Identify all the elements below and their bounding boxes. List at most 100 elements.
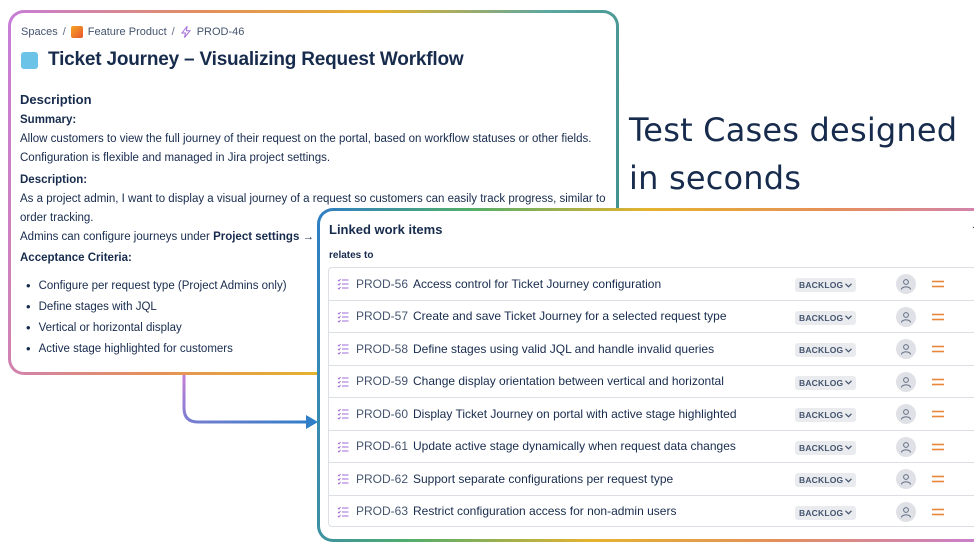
description-label: Description: <box>20 174 88 186</box>
table-row[interactable]: PROD-62 Support separate configurations … <box>328 462 974 495</box>
work-item-summary[interactable]: Access control for Ticket Journey config… <box>413 276 662 291</box>
breadcrumb-separator: / <box>62 26 66 38</box>
assignee-avatar[interactable] <box>896 501 916 522</box>
subtask-list-icon <box>337 278 349 290</box>
work-item-key[interactable]: PROD-58 <box>356 341 409 356</box>
chevron-down-icon <box>845 445 853 450</box>
work-item-key[interactable]: PROD-60 <box>356 406 409 421</box>
work-item-summary[interactable]: Define stages using valid JQL and handle… <box>413 341 715 356</box>
table-row[interactable]: PROD-59 Change display orientation betwe… <box>328 364 974 397</box>
chevron-down-icon <box>845 510 853 515</box>
table-row[interactable]: PROD-57 Create and save Ticket Journey f… <box>328 299 974 332</box>
breadcrumb-spaces[interactable]: Spaces <box>21 26 58 38</box>
status-label: BACKLOG <box>799 410 844 420</box>
status-label: BACKLOG <box>799 312 844 323</box>
user-icon <box>901 344 911 355</box>
table-row[interactable]: PROD-56 Access control for Ticket Journe… <box>328 267 974 300</box>
table-row[interactable]: PROD-58 Define stages using valid JQL an… <box>328 332 974 365</box>
user-icon <box>901 441 911 453</box>
status-dropdown[interactable]: BACKLOG <box>795 343 857 357</box>
status-label: BACKLOG <box>799 345 844 355</box>
linked-items-title: Linked work items <box>329 222 443 237</box>
user-icon <box>901 474 911 485</box>
work-type-icon <box>21 51 38 69</box>
headline: Test Cases designed in seconds <box>629 106 957 202</box>
user-icon <box>901 376 911 388</box>
page-title[interactable]: Ticket Journey – Visualizing Request Wor… <box>48 49 464 70</box>
priority-medium-icon <box>932 345 944 353</box>
description-text: As a project admin, I want to display a … <box>20 193 606 224</box>
work-item-key[interactable]: PROD-61 <box>356 439 409 454</box>
chevron-down-icon <box>845 347 853 353</box>
breadcrumb-issue-key[interactable]: PROD-46 <box>196 26 245 38</box>
summary-label: Summary: <box>20 114 77 126</box>
admins-bold-text: Project settings → Apps <box>213 231 346 243</box>
status-label: BACKLOG <box>799 377 844 388</box>
subtask-list-icon <box>337 343 349 355</box>
work-item-key[interactable]: PROD-56 <box>356 276 409 291</box>
assignee-avatar[interactable] <box>896 339 916 359</box>
summary-section[interactable]: Summary: Allow customers to view the ful… <box>20 111 616 168</box>
assignee-avatar[interactable] <box>896 436 916 457</box>
assignee-avatar[interactable] <box>896 404 916 424</box>
priority-medium-icon <box>932 378 944 385</box>
work-item-key[interactable]: PROD-57 <box>356 309 409 324</box>
table-row[interactable]: PROD-63 Restrict configuration access fo… <box>328 494 974 527</box>
list-item: Define stages with JQL <box>26 296 287 317</box>
work-item-summary[interactable]: Support separate configurations per requ… <box>413 471 674 486</box>
breadcrumb-separator: / <box>171 26 175 38</box>
admins-text: Admins can configure journeys under <box>20 231 214 243</box>
description-heading: Description <box>20 92 92 107</box>
chevron-down-icon <box>845 282 853 288</box>
status-dropdown[interactable]: BACKLOG <box>795 278 857 292</box>
list-item: Active stage highlighted for customers <box>26 338 287 359</box>
work-item-summary[interactable]: Change display orientation between verti… <box>413 374 724 389</box>
priority-medium-icon <box>932 280 944 288</box>
chevron-down-icon <box>845 380 853 385</box>
status-label: BACKLOG <box>799 507 844 518</box>
assignee-avatar[interactable] <box>896 274 916 294</box>
add-link-button[interactable]: + <box>972 218 974 238</box>
issue-card: Spaces / Feature Product / PROD-46 Ticke… <box>11 13 616 372</box>
user-icon <box>901 506 911 518</box>
relation-label: relates to <box>329 250 374 261</box>
status-dropdown[interactable]: BACKLOG <box>795 375 857 390</box>
work-item-summary[interactable]: Create and save Ticket Journey for a sel… <box>413 309 727 324</box>
work-item-summary[interactable]: Update active stage dynamically when req… <box>413 439 736 454</box>
status-dropdown[interactable]: BACKLOG <box>795 408 857 422</box>
description-section[interactable]: Description: As a project admin, I want … <box>20 171 616 247</box>
status-dropdown[interactable]: BACKLOG <box>795 440 857 455</box>
title-row: Ticket Journey – Visualizing Request Wor… <box>21 49 464 71</box>
priority-medium-icon <box>932 410 944 418</box>
status-dropdown[interactable]: BACKLOG <box>795 473 857 487</box>
assignee-avatar[interactable] <box>896 306 916 327</box>
assignee-avatar[interactable] <box>896 371 916 392</box>
headline-line-2: in seconds <box>629 159 802 197</box>
work-item-summary[interactable]: Restrict configuration access for non-ad… <box>413 503 677 518</box>
user-icon <box>901 409 911 420</box>
breadcrumb: Spaces / Feature Product / PROD-46 <box>21 26 244 38</box>
table-row[interactable]: PROD-60 Display Ticket Journey on portal… <box>328 397 974 430</box>
work-item-key[interactable]: PROD-62 <box>356 471 409 486</box>
lightning-icon <box>180 26 191 38</box>
list-item: Vertical or horizontal display <box>26 317 287 338</box>
work-item-key[interactable]: PROD-63 <box>356 503 409 518</box>
chevron-down-icon <box>845 477 853 483</box>
work-item-summary[interactable]: Display Ticket Journey on portal with ac… <box>413 406 737 421</box>
headline-line-1: Test Cases designed <box>629 111 958 149</box>
breadcrumb-project[interactable]: Feature Product <box>87 26 167 38</box>
subtask-list-icon <box>337 376 349 388</box>
folder-icon <box>70 26 83 38</box>
user-icon <box>901 311 911 323</box>
subtask-list-icon <box>337 506 349 518</box>
subtask-list-icon <box>337 473 349 485</box>
table-row[interactable]: PROD-61 Update active stage dynamically … <box>328 429 974 462</box>
status-dropdown[interactable]: BACKLOG <box>795 310 857 325</box>
chevron-down-icon <box>845 315 853 320</box>
priority-medium-icon <box>932 475 944 483</box>
status-dropdown[interactable]: BACKLOG <box>795 505 857 520</box>
work-item-key[interactable]: PROD-59 <box>356 374 409 389</box>
status-label: BACKLOG <box>799 475 844 485</box>
assignee-avatar[interactable] <box>896 469 916 489</box>
status-label: BACKLOG <box>799 280 844 290</box>
